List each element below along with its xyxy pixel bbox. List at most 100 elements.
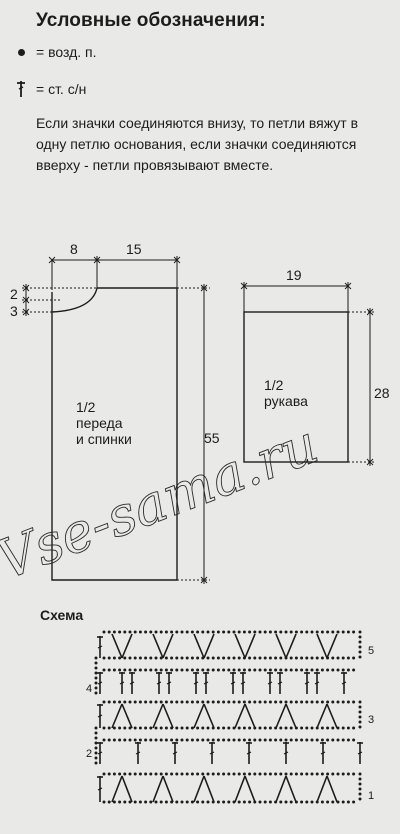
chain-dot-icon [237,726,241,730]
chain-dot-icon [107,772,111,776]
chain-dot-icon [294,630,298,634]
chain-dot-icon [300,800,304,804]
chain-dot-icon [144,656,148,660]
chain-dot-icon [237,772,241,776]
chain-dot-icon [94,681,98,685]
legend-title: Условные обозначения: [36,10,266,31]
scheme-row-1: 1 [368,790,374,802]
chain-dot-icon [336,630,340,634]
chain-dot-icon [144,738,148,742]
chain-dot-icon [289,800,293,804]
chain-dot-icon [185,800,189,804]
chain-dot-icon [294,738,298,742]
chain-dot-icon [180,630,184,634]
chain-dot-icon [107,630,111,634]
chain-dot-icon [190,726,194,730]
chain-dot-icon [216,800,220,804]
crochet-scheme: Схема 5 4 3 2 1 [40,607,374,804]
chain-dot-icon [352,700,356,704]
chain-dot-icon [358,655,362,659]
chain-dot-icon [346,800,350,804]
chain-dot-icon [227,726,231,730]
chain-dot-icon [190,656,194,660]
chain-dot-icon [242,668,246,672]
chain-dot-icon [310,726,314,730]
chain-dot-icon [341,800,345,804]
chain-dot-icon [258,738,262,742]
chain-dot-icon [263,800,267,804]
chain-dot-icon [123,772,127,776]
chain-dot-icon [331,800,335,804]
chain-dot-icon [149,700,153,704]
chain-dot-icon [164,726,168,730]
chain-dot-icon [94,751,98,755]
chain-dot-icon [196,668,200,672]
chain-dot-icon [154,668,158,672]
chain-dot-icon [263,630,267,634]
chain-dot-icon [185,630,189,634]
chain-dot-icon [326,772,330,776]
chain-dot-icon [133,800,137,804]
chain-dot-icon [279,738,283,742]
chain-dot-icon [190,738,194,742]
chain-dot-icon [102,772,106,776]
chain-dot-icon [258,772,262,776]
chain-dot-icon [201,668,205,672]
chain-dot-icon [107,800,111,804]
chain-dot-icon [102,800,106,804]
chain-dot-icon [94,736,98,740]
chain-dot-icon [237,738,241,742]
chain-dot-icon [326,738,330,742]
chain-dot-icon [206,726,210,730]
chain-dot-icon [237,800,241,804]
chain-dot-icon [206,800,210,804]
chain-dot-icon [227,700,231,704]
chain-dot-icon [242,726,246,730]
chain-dot-icon [144,630,148,634]
chain-dot-icon [190,772,194,776]
chain-dot-icon [133,630,137,634]
chain-dot-icon [358,797,362,801]
chain-dot-icon [201,630,205,634]
chain-dot-icon [123,668,127,672]
legend-item-chain-text: = возд. п. [36,44,97,60]
chain-dot-icon [216,668,220,672]
chain-dot-icon [185,726,189,730]
chain-dot-icon [358,710,362,714]
sleeve-label-line1: 1/2 [264,377,284,393]
chain-dot-icon [253,700,257,704]
chain-dot-icon [216,738,220,742]
chain-dot-icon [274,630,278,634]
chain-dot-icon [284,772,288,776]
chain-dot-icon [222,630,226,634]
chain-dot-icon [268,726,272,730]
site-watermark: Vse-sama.ru [0,412,326,592]
chain-dot-icon [159,726,163,730]
chain-dot-icon [263,726,267,730]
chain-dot-icon [102,656,106,660]
chain-dot-icon [331,700,335,704]
chain-dot-icon [149,668,153,672]
chain-dot-icon [284,800,288,804]
chain-dot-icon [253,738,257,742]
scheme-row-3: 3 [368,714,374,726]
chain-dot-icon [118,738,122,742]
chain-dot-icon [149,738,153,742]
chain-dot-icon [331,726,335,730]
chain-dot-icon [232,630,236,634]
chain-dot-icon [196,656,200,660]
chain-dot-icon [279,772,283,776]
chain-dot-icon [331,656,335,660]
chain-dot-icon [263,700,267,704]
chain-dot-icon [315,668,319,672]
chain-dot-icon [284,738,288,742]
chain-dot-icon [284,668,288,672]
chain-dot-icon [341,656,345,660]
chain-dot-icon [263,656,267,660]
chain-dot-icon [253,668,257,672]
chain-dot-icon [94,756,98,760]
chain-dot-icon [144,668,148,672]
chain-dot-icon [196,738,200,742]
chain-dot-icon [206,630,210,634]
chain-dot-icon [352,726,356,730]
